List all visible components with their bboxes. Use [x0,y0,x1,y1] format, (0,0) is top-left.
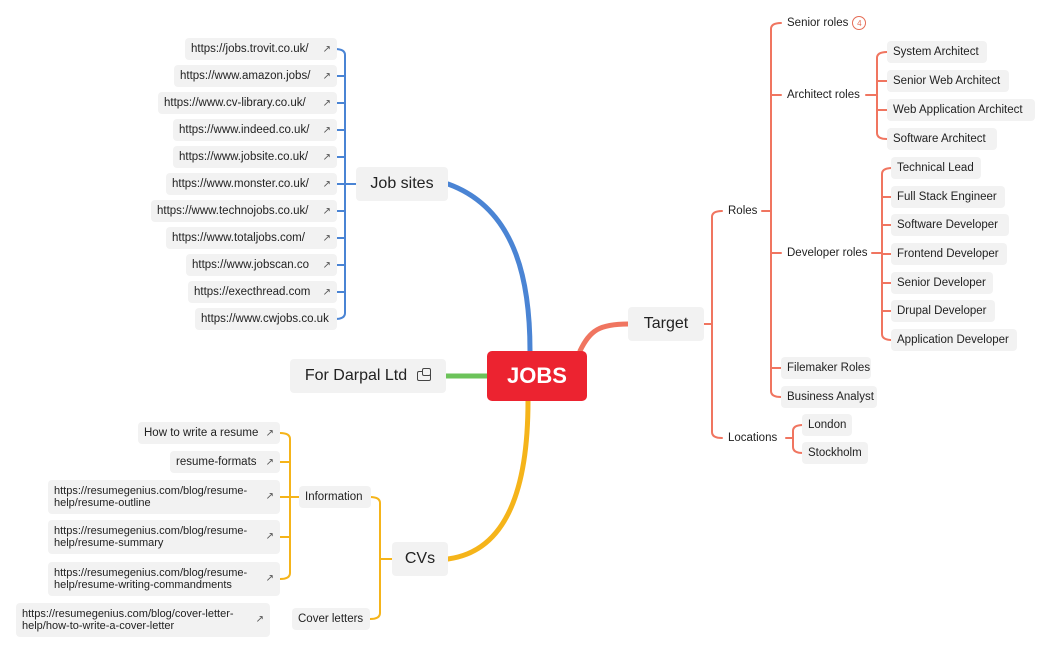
info-item[interactable]: https://resumegenius.com/blog/resume-hel… [48,562,280,596]
topic-cvs[interactable]: CVs [392,542,448,576]
external-link-icon[interactable]: ↗ [322,97,331,109]
target-label: Target [643,315,689,332]
external-link-icon[interactable]: ↗ [322,43,331,55]
target-bracket [711,210,723,439]
roles-bracket [770,22,782,398]
job-site-item[interactable]: https://execthread.com↗ [188,281,337,303]
job-site-item[interactable]: https://jobs.trovit.co.uk/↗ [185,38,337,60]
subtopic-roles[interactable]: Roles [728,205,758,217]
architect-role-item[interactable]: Web Application Architect [887,99,1035,121]
root-node-jobs[interactable]: JOBS [487,351,587,401]
collapsed-count-badge[interactable]: 4 [852,16,867,30]
external-link-icon[interactable]: ↗ [265,531,274,542]
cvs-curve [445,398,531,562]
external-link-icon[interactable]: ↗ [322,259,331,271]
role-group-senior[interactable]: Senior roles 4 [783,13,873,33]
job-site-item[interactable]: https://www.jobscan.co↗ [186,254,337,276]
external-link-icon[interactable]: ↗ [322,286,331,298]
external-link-icon[interactable]: ↗ [322,70,331,82]
external-link-icon[interactable]: ↗ [265,491,274,502]
job-site-item[interactable]: https://www.amazon.jobs/↗ [174,65,337,87]
topic-job-sites[interactable]: Job sites [356,167,448,201]
info-item[interactable]: resume-formats↗ [170,451,280,473]
job-site-item[interactable]: https://www.indeed.co.uk/↗ [173,119,337,141]
darpal-label: For Darpal Ltd [304,367,408,384]
job-sites-label: Job sites [370,175,434,192]
architect-bracket [876,51,888,140]
architect-role-item[interactable]: Senior Web Architect [887,70,1009,92]
external-link-icon[interactable]: ↗ [265,427,274,439]
external-link-icon[interactable]: ↗ [255,614,264,625]
target-curve [577,321,631,354]
subtopic-information[interactable]: Information [299,486,371,508]
external-link-icon[interactable]: ↗ [322,178,331,190]
external-link-icon[interactable]: ↗ [322,232,331,244]
developer-role-item[interactable]: Software Developer [891,214,1009,236]
job-site-item[interactable]: https://www.cv-library.co.uk/↗ [158,92,337,114]
info-item[interactable]: https://resumegenius.com/blog/resume-hel… [48,480,280,514]
developer-role-item[interactable]: Application Developer [891,329,1017,351]
external-link-icon[interactable]: ↗ [265,573,274,584]
job-site-item[interactable]: https://www.jobsite.co.uk/↗ [173,146,337,168]
developer-role-item[interactable]: Senior Developer [891,272,993,294]
info-item[interactable]: How to write a resume↗ [138,422,280,444]
external-link-icon[interactable]: ↗ [265,456,274,468]
topic-for-darpal[interactable]: For Darpal Ltd [290,359,446,393]
topic-target[interactable]: Target [628,307,704,341]
job-site-item[interactable]: https://www.cwjobs.co.uk [195,308,337,330]
architect-role-item[interactable]: System Architect [887,41,987,63]
role-group-developer[interactable]: Developer roles [787,247,868,259]
job-sites-curve [445,181,533,354]
role-group-architect[interactable]: Architect roles [787,89,860,101]
external-link-icon[interactable]: ↗ [322,205,331,217]
info-item[interactable]: https://resumegenius.com/blog/resume-hel… [48,520,280,554]
cvs-bracket [369,496,381,620]
architect-role-item[interactable]: Software Architect [887,128,997,150]
developer-role-item[interactable]: Frontend Developer [891,243,1007,265]
job-site-item[interactable]: https://www.totaljobs.com/↗ [166,227,337,249]
developer-role-item[interactable]: Drupal Developer [891,300,995,322]
role-business-analyst[interactable]: Business Analyst [781,386,877,408]
location-item[interactable]: Stockholm [802,442,868,464]
job-site-item[interactable]: https://www.monster.co.uk/↗ [166,173,337,195]
subtopic-locations[interactable]: Locations [728,432,778,444]
location-item[interactable]: London [802,414,852,436]
role-filemaker[interactable]: Filemaker Roles [781,357,871,379]
information-bracket [279,432,291,580]
job-site-item[interactable]: https://www.technojobs.co.uk/↗ [151,200,337,222]
subtopic-cover-letters[interactable]: Cover letters [292,608,370,630]
cover-letter-item[interactable]: https://resumegenius.com/blog/cover-lett… [16,603,270,637]
developer-role-item[interactable]: Technical Lead [891,157,981,179]
cvs-label: CVs [404,550,436,567]
external-link-icon[interactable]: ↗ [322,151,331,163]
developer-role-item[interactable]: Full Stack Engineer [891,186,1005,208]
external-link-icon[interactable]: ↗ [322,124,331,136]
link-icon[interactable] [417,368,432,381]
root-label: JOBS [507,363,567,388]
